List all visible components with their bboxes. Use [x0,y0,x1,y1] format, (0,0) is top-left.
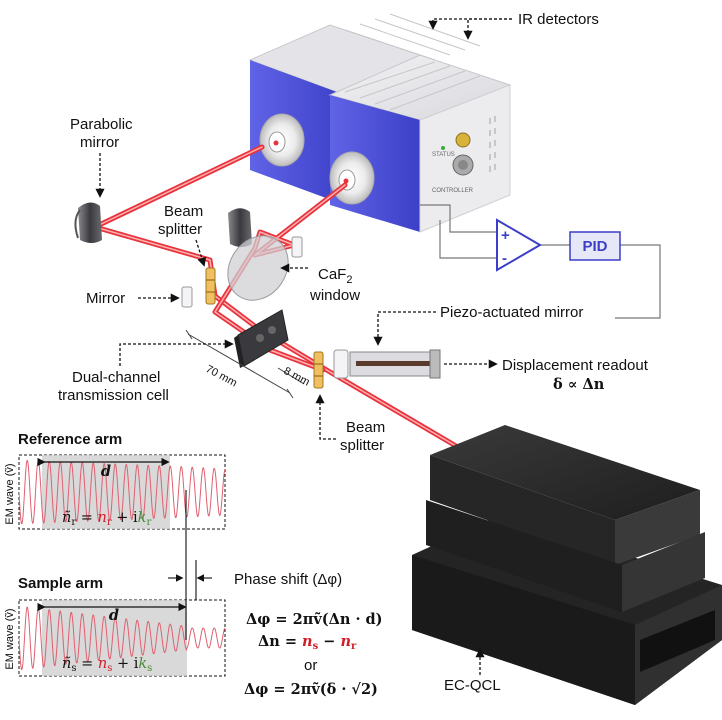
dual-cell-label-2: transmission cell [58,387,169,404]
sample-d-label: d [109,607,119,624]
caf2-window-label: window [309,287,360,304]
feedback-wires [420,204,661,319]
pid-label: PID [582,238,607,255]
piezo-actuated-mirror [333,349,441,379]
displacement-relation: δ ∝ Δn [553,376,605,393]
ir-detectors-label: IR detectors [518,11,599,28]
sample-ylabel: EM wave (ṽ) [4,608,16,669]
reference-ylabel: EM wave (ṽ) [4,463,16,524]
phase-shift-label: Phase shift (Δφ) [234,571,342,588]
dim-8mm: 8 mm [282,365,312,389]
beam-splitter-top-label-2: splitter [158,221,202,238]
mirror-optic-2 [291,236,303,258]
beam-splitter-bottom [313,351,324,389]
displacement-readout-label: Displacement readout [502,357,649,374]
controller-label: CONTROLLER [432,188,474,194]
equation-phase: Δφ = 2πṽ(Δn · d) [246,611,383,628]
beam-splitter-top [205,267,216,305]
equation-phase-alt: Δφ = 2πṽ(δ · √2) [244,681,378,698]
status-label: STATUS [432,152,455,158]
reference-d-label: d [101,463,111,480]
sample-arm-title: Sample arm [18,575,103,592]
piezo-mirror-label: Piezo-actuated mirror [440,304,583,321]
pid-box: PID [569,231,621,261]
phase-shift-marker [168,490,212,640]
mirror-label: Mirror [86,290,125,307]
beam-splitter-bottom-label-1: Beam [346,419,385,436]
beam-splitter-bottom-label-2: splitter [340,437,384,454]
dual-channel-cell [234,309,289,368]
caf2-window [227,235,289,301]
dual-cell-label-1: Dual-channel [72,369,160,386]
sample-arm-panel: Sample arm d EM wave (ṽ) ñs = ns + iks [4,575,226,677]
parabolic-mirror-2 [228,208,252,247]
comparator: + - [496,218,542,272]
caf2-label: CaF2 [318,266,352,286]
mirror-optic [181,286,193,308]
reference-arm-title: Reference arm [18,431,122,448]
reference-index: ñr = nr + ikr [62,510,151,528]
ir-detectors: STATUS CONTROLLER [248,13,512,233]
dim-70mm: 70 mm [204,363,239,389]
parabolic-mirror [74,202,102,243]
ec-qcl-label: EC-QCL [444,677,501,694]
parabolic-mirror-label-1: Parabolic [70,116,133,133]
equation-or: or [304,657,317,674]
ec-qcl [412,425,722,705]
plus-sign: + [501,227,510,244]
minus-sign: - [502,250,507,267]
equation-delta-n: Δn = ns − nr [258,633,357,652]
sample-index: ñs = ns + iks [62,656,152,674]
parabolic-mirror-label-2: mirror [80,134,119,151]
beam-splitter-top-label-1: Beam [164,203,203,220]
reference-arm-panel: Reference arm d EM wave (ṽ) ñr = nr + ik… [4,431,226,530]
